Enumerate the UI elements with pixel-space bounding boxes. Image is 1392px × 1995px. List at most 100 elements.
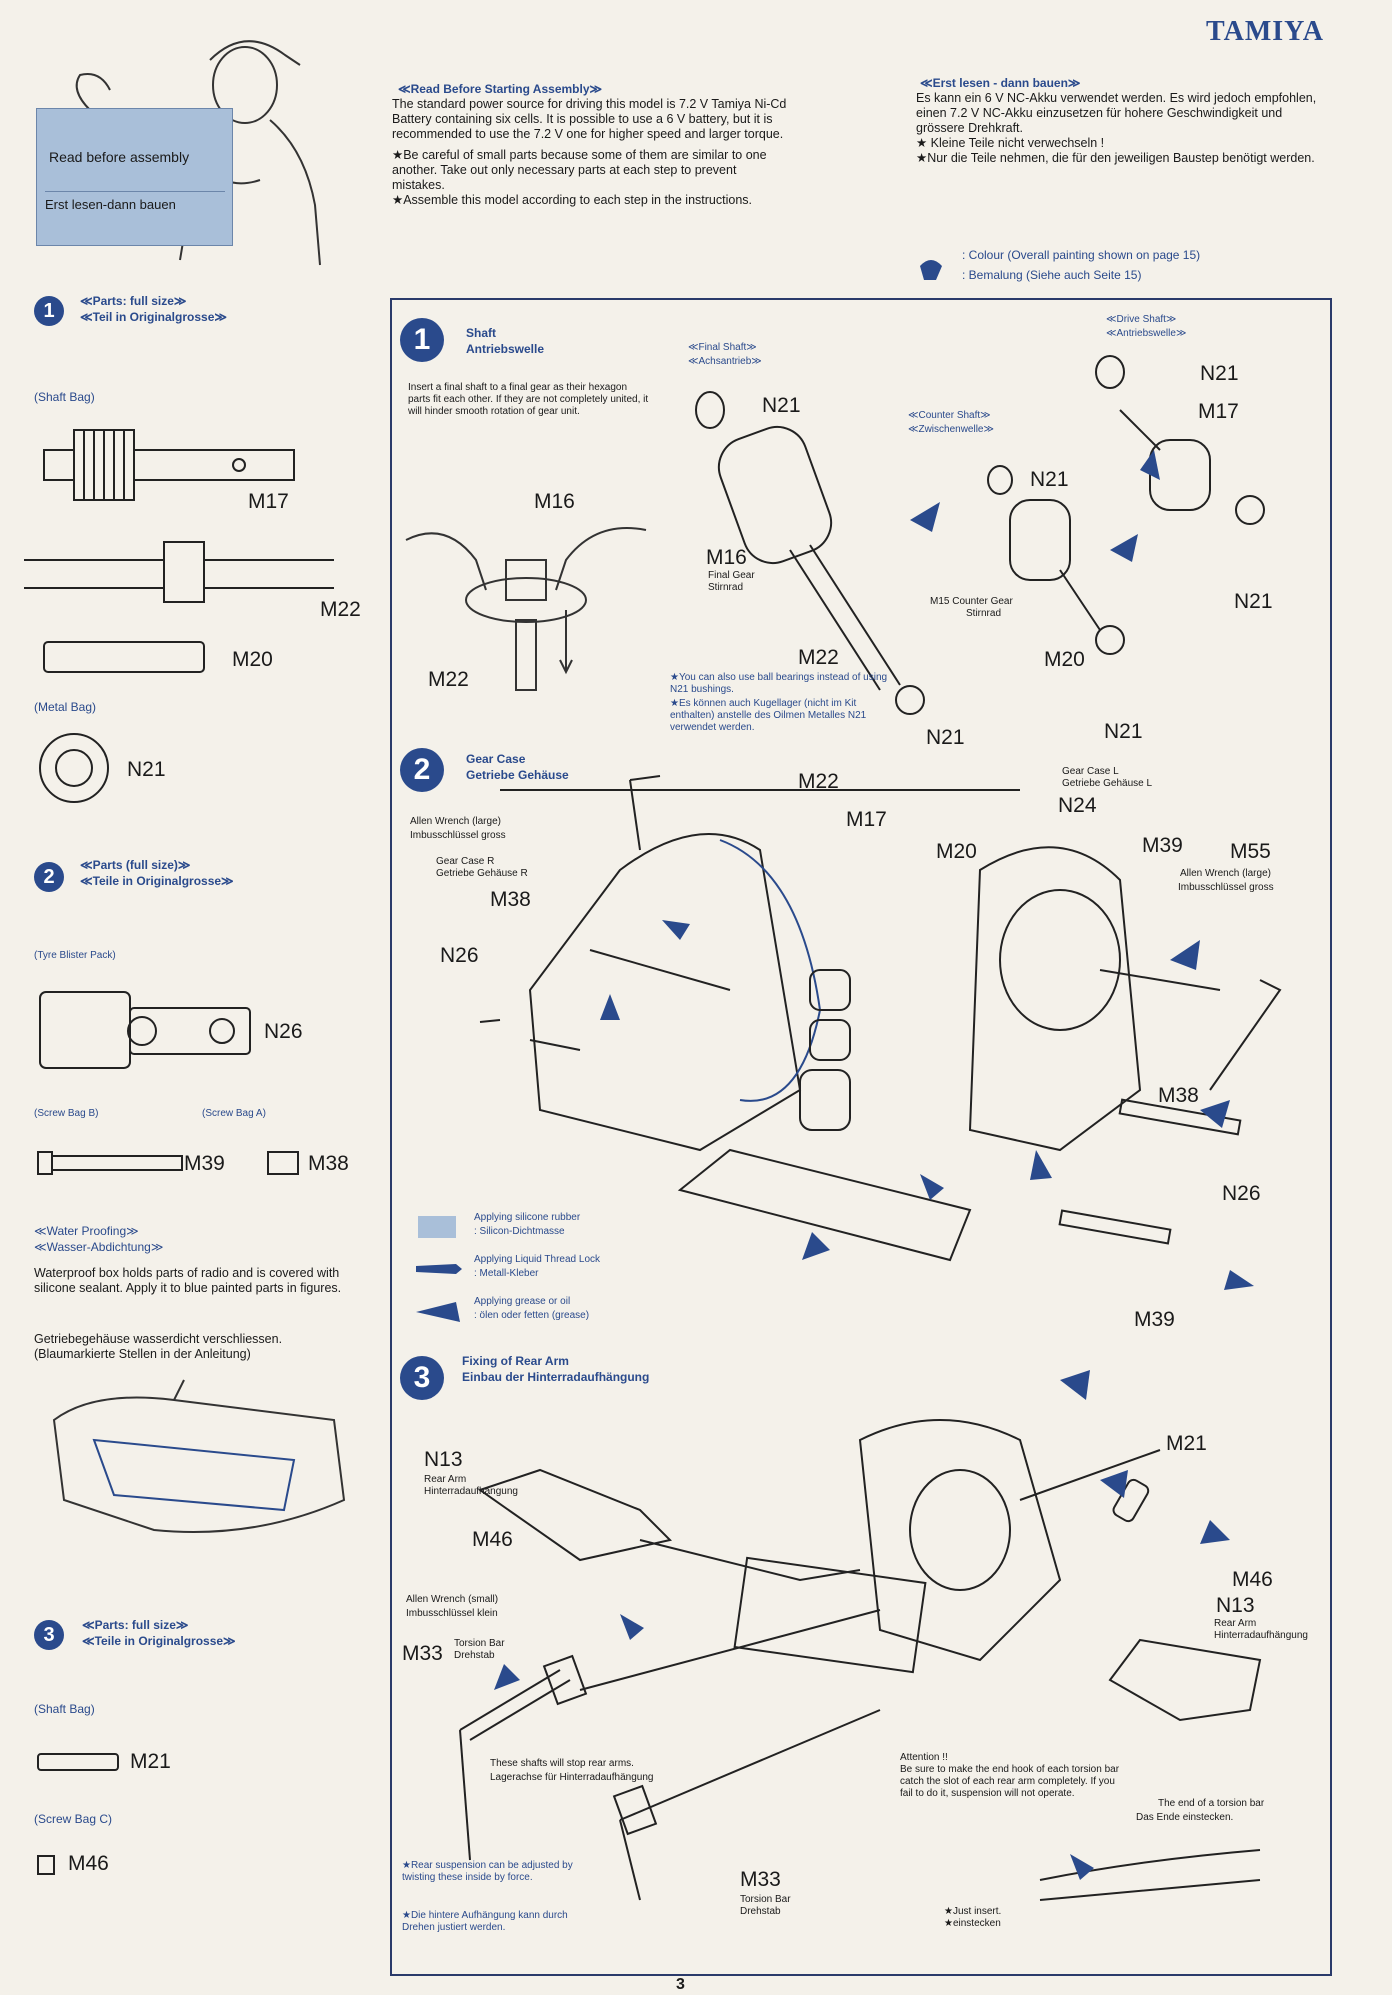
- thread-lock-icon: [416, 1264, 462, 1274]
- step-number-2: 2: [400, 748, 444, 792]
- label-m33-bottom: M33: [740, 1868, 781, 1891]
- intro-en-p2: ★Be careful of small parts because some …: [392, 148, 767, 192]
- legend-lock-de: : Metall-Kleber: [474, 1268, 539, 1279]
- step3-title-de: Einbau der Hinterradaufhängung: [462, 1370, 650, 1384]
- screw-bag-c-label: (Screw Bag C): [34, 1812, 113, 1826]
- torsion-end-note-de: Das Ende einstecken.: [1136, 1812, 1234, 1823]
- water-proofing-text-de: Getriebegehäuse wasserdicht verschliesse…: [34, 1332, 283, 1361]
- screw-m46-drawing: [37, 1855, 55, 1875]
- read-box-line1: Read before assembly: [49, 149, 190, 165]
- label-m20-counter: M20: [1044, 648, 1085, 671]
- waterproof-box-drawing: [52, 1379, 346, 1533]
- label-m20-left: M20: [232, 648, 273, 671]
- label-n26-step2-right: N26: [1222, 1182, 1261, 1205]
- torsion-end-note-en: The end of a torsion bar: [1158, 1798, 1265, 1809]
- legend-grease-de: : ölen oder fetten (grease): [474, 1310, 590, 1321]
- bushing-n21-drawing: [39, 733, 109, 803]
- allen-wrench-small-de: Imbusschlüssel klein: [406, 1608, 498, 1619]
- rear-arm-label-right: Rear Arm: [1214, 1618, 1257, 1629]
- torsion-bar-label-2-de: Drehstab: [740, 1906, 781, 1917]
- step1-hands-drawing: [405, 527, 647, 691]
- legend-silicone-de: : Silicon-Dichtmasse: [474, 1226, 565, 1237]
- colour-legend-de: : Bemalung (Siehe auch Seite 15): [962, 268, 1142, 282]
- screws-m39-m38-drawing: [37, 1151, 299, 1175]
- paint-drop-icon: [920, 260, 942, 280]
- shaft-m21-drawing: [37, 1753, 119, 1771]
- step-number-1: 1: [400, 318, 444, 362]
- screw-bag-a-label: (Screw Bag A): [202, 1108, 266, 1119]
- just-insert-en: ★Just insert.: [944, 1906, 1002, 1917]
- label-m20-step2: M20: [936, 840, 977, 863]
- step1-exploded-shafts: [695, 355, 1265, 715]
- label-m22-hands: M22: [428, 668, 469, 691]
- final-shaft-label-de: ≪Achsantrieb≫: [688, 356, 762, 367]
- label-m22-left: M22: [320, 598, 361, 621]
- parts-step-number-3: 3: [34, 1620, 64, 1650]
- attention-text: Be sure to make the end hook of each tor…: [900, 1764, 1120, 1799]
- label-n24: N24: [1058, 794, 1097, 817]
- label-m39-left: M39: [184, 1152, 225, 1175]
- colour-legend-en: : Colour (Overall painting shown on page…: [962, 248, 1201, 262]
- label-m39-step2-bottom: M39: [1134, 1308, 1175, 1331]
- screw-bag-b-label: (Screw Bag B): [34, 1108, 99, 1119]
- grease-icon: [416, 1302, 460, 1322]
- torsion-bar-label-2: Torsion Bar: [740, 1894, 791, 1905]
- gear-case-l-label: Gear Case L: [1062, 766, 1119, 777]
- step-number-3: 3: [400, 1356, 444, 1400]
- gear-case-l-label-de: Getriebe Gehäuse L: [1062, 778, 1153, 789]
- step3-title-en: Fixing of Rear Arm: [462, 1354, 569, 1368]
- intro-german-block: ≪Erst lesen - dann bauen≫ Es kann ein 6 …: [916, 76, 1324, 166]
- read-before-assembly-box: Read before assembly Erst lesen-dann bau…: [36, 108, 233, 246]
- intro-en-title: ≪Read Before Starting Assembly≫: [398, 82, 603, 96]
- legend-lock-en: Applying Liquid Thread Lock: [474, 1254, 601, 1265]
- label-m17-left: M17: [248, 490, 289, 513]
- read-box-line2: Erst lesen-dann bauen: [45, 197, 176, 212]
- step2-title-de: Getriebe Gehäuse: [466, 768, 569, 782]
- silicone-swatch: [418, 1216, 456, 1238]
- label-m33-left: M33: [402, 1642, 443, 1665]
- parts-step-number-1: 1: [34, 296, 64, 326]
- counter-gear-label: M15 Counter Gear: [930, 596, 1013, 607]
- parts-step-number-2: 2: [34, 862, 64, 892]
- shaft-bag-label: (Shaft Bag): [34, 390, 95, 404]
- shafts-stop-note-de: Lagerachse für Hinterradaufhängung: [490, 1772, 654, 1783]
- label-m21-step3: M21: [1166, 1432, 1207, 1455]
- parts-step1-title-de: ≪Teil in Originalgrosse≫: [80, 310, 227, 324]
- page-number: 3: [676, 1976, 685, 1993]
- left-parts-drawings-1: [24, 429, 334, 673]
- label-m16-final: M16: [706, 546, 747, 569]
- step1-title-en: Shaft: [466, 326, 496, 340]
- parts-step2-title-en: ≪Parts (full size)≫: [80, 858, 191, 872]
- bearing-note-en: ★You can also use ball bearings instead …: [670, 672, 888, 695]
- label-n13-right: N13: [1216, 1594, 1255, 1617]
- water-proofing-text-en: Waterproof box holds parts of radio and …: [34, 1266, 342, 1295]
- allen-wrench-large-en: Allen Wrench (large): [410, 816, 501, 827]
- label-n21-counter-bottom: N21: [1104, 720, 1143, 743]
- joint-n26-drawing: [39, 991, 251, 1069]
- intro-de-p1: Es kann ein 6 V NC-Akku verwendet werden…: [916, 91, 1317, 135]
- gear-case-r-label-de: Getriebe Gehäuse R: [436, 868, 528, 879]
- label-m38-left: M38: [308, 1152, 349, 1175]
- parts-step1-title-en: ≪Parts: full size≫: [80, 294, 187, 308]
- water-proofing-title-en: ≪Water Proofing≫: [34, 1224, 139, 1238]
- label-m17-step2: M17: [846, 808, 887, 831]
- just-insert-de: ★einstecken: [944, 1918, 1001, 1929]
- intro-de-p3: ★Nur die Teile nehmen, die für den jewei…: [916, 151, 1315, 165]
- label-n21-counter-top: N21: [1030, 468, 1069, 491]
- drive-shaft-label: ≪Drive Shaft≫: [1106, 314, 1177, 325]
- rear-suspension-note-de: ★Die hintere Aufhängung kann durch Drehe…: [402, 1910, 568, 1933]
- shafts-stop-note-en: These shafts will stop rear arms.: [490, 1758, 634, 1769]
- intro-de-title: ≪Erst lesen - dann bauen≫: [920, 76, 1081, 90]
- legend-grease-en: Applying grease or oil: [474, 1296, 571, 1307]
- label-n13-left: N13: [424, 1448, 463, 1471]
- gear-case-r-label: Gear Case R: [436, 856, 495, 867]
- label-m46-left: M46: [68, 1852, 109, 1875]
- intro-english-block: ≪Read Before Starting Assembly≫ The stan…: [392, 82, 792, 208]
- allen-wrench-small-en: Allen Wrench (small): [406, 1594, 499, 1605]
- rear-arm-label-right-de: Hinterradaufhängung: [1214, 1630, 1308, 1641]
- parts-step3-title-en: ≪Parts: full size≫: [82, 1618, 189, 1632]
- final-shaft-label: ≪Final Shaft≫: [688, 342, 757, 353]
- metal-bag-label: (Metal Bag): [34, 700, 97, 714]
- label-m38-step2-right: M38: [1158, 1084, 1199, 1107]
- label-n26-step2-left: N26: [440, 944, 479, 967]
